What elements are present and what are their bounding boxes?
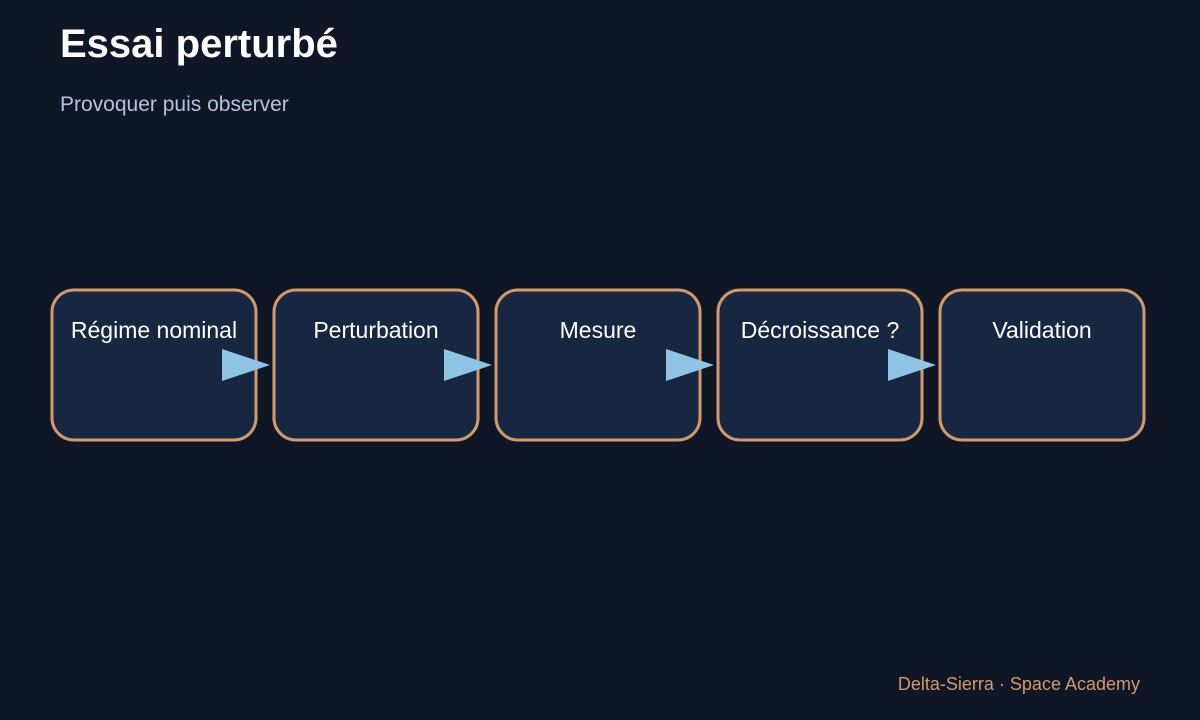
step-label-decroissance: Décroissance ? xyxy=(741,317,900,343)
flow-arrow-4 xyxy=(888,349,936,381)
footer-credit: Delta-Sierra · Space Academy xyxy=(897,674,1140,694)
flow-arrow-1 xyxy=(222,349,270,381)
page-subtitle: Provoquer puis observer xyxy=(60,93,289,116)
step-label-perturbation: Perturbation xyxy=(313,317,438,343)
step-label-regime-nominal: Régime nominal xyxy=(71,317,237,343)
page-title: Essai perturbé xyxy=(60,22,338,66)
step-box-perturbation: Perturbation xyxy=(272,288,480,442)
flow-arrow-3 xyxy=(666,349,714,381)
step-label-mesure: Mesure xyxy=(560,317,637,343)
step-box-mesure: Mesure xyxy=(494,288,702,442)
step-box-regime-nominal: Régime nominal xyxy=(50,288,258,442)
step-label-validation: Validation xyxy=(992,317,1091,343)
flow-arrow-2 xyxy=(444,349,492,381)
step-box-decroissance: Décroissance ? xyxy=(716,288,924,442)
step-box-validation: Validation xyxy=(938,288,1146,442)
